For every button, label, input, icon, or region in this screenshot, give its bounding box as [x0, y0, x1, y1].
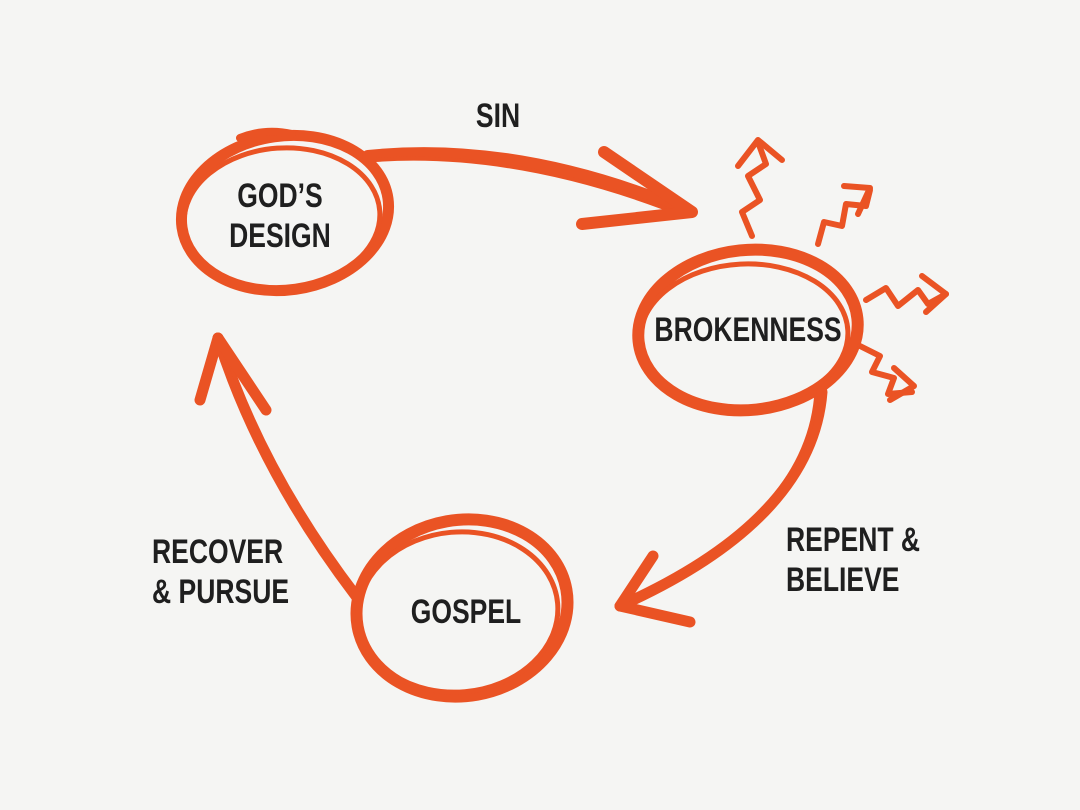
gods-design-label-line1: GOD’S	[237, 177, 323, 215]
burst-arrow-up	[735, 137, 785, 239]
gods-design-circle	[175, 127, 395, 297]
gospel-label: GOSPEL	[410, 593, 522, 631]
burst-arrow-upright	[815, 183, 873, 247]
brokenness-label: BROKENNESS	[654, 311, 842, 349]
recover-label-line1: RECOVER	[152, 533, 284, 571]
repent-label: REPENT & BELIEVE	[786, 520, 926, 600]
repent-label-line2: BELIEVE	[786, 561, 900, 599]
recover-label: RECOVER & PURSUE	[152, 532, 292, 612]
sin-label: SIN	[475, 97, 521, 135]
burst-arrow-downright	[857, 343, 917, 403]
burst-arrow-right	[863, 273, 949, 315]
recover-label-line2: & PURSUE	[152, 573, 290, 611]
gods-design-label-line2: DESIGN	[229, 217, 331, 255]
recover-arrow	[194, 332, 362, 602]
repent-label-line1: REPENT &	[786, 521, 921, 559]
brokenness-circle	[632, 243, 864, 417]
gods-design-label: GOD’S DESIGN	[218, 176, 343, 256]
sin-arrow	[362, 146, 698, 230]
gospel-circle	[350, 513, 574, 703]
repent-arrow	[614, 386, 828, 628]
